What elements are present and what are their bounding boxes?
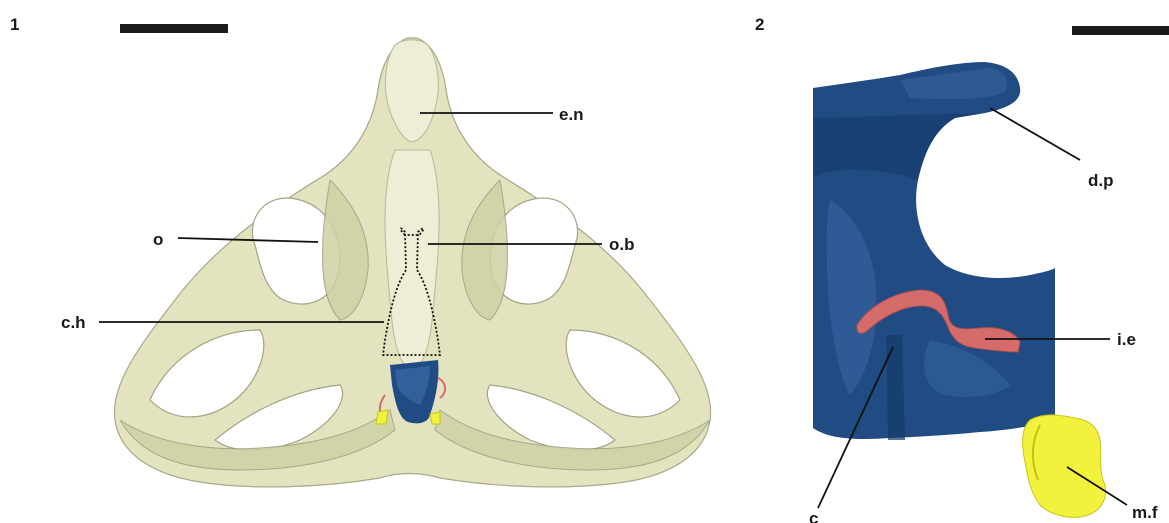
panel-1: 1 bbox=[10, 15, 711, 487]
label-e-n: e.n bbox=[559, 105, 584, 124]
label-c: c bbox=[809, 509, 818, 523]
panel-number-2: 2 bbox=[755, 15, 764, 34]
label-i-e: i.e bbox=[1117, 330, 1136, 349]
panel-number-1: 1 bbox=[10, 15, 19, 34]
label-d-p: d.p bbox=[1088, 171, 1114, 190]
scale-bar-1 bbox=[120, 24, 228, 33]
yellow-element-panel-2 bbox=[1023, 415, 1106, 518]
label-c-h: c.h bbox=[61, 313, 86, 332]
label-o-b: o.b bbox=[609, 235, 635, 254]
label-o: o bbox=[153, 230, 163, 249]
label-m-f: m.f bbox=[1132, 503, 1158, 522]
skull-ventral-view bbox=[114, 38, 710, 487]
scale-bar-2 bbox=[1072, 26, 1169, 35]
leader-d-p bbox=[990, 108, 1080, 160]
panel-2: 2 d.p i.e m.f c bbox=[755, 15, 1169, 523]
inner-ear-cutaway-view bbox=[813, 62, 1106, 517]
